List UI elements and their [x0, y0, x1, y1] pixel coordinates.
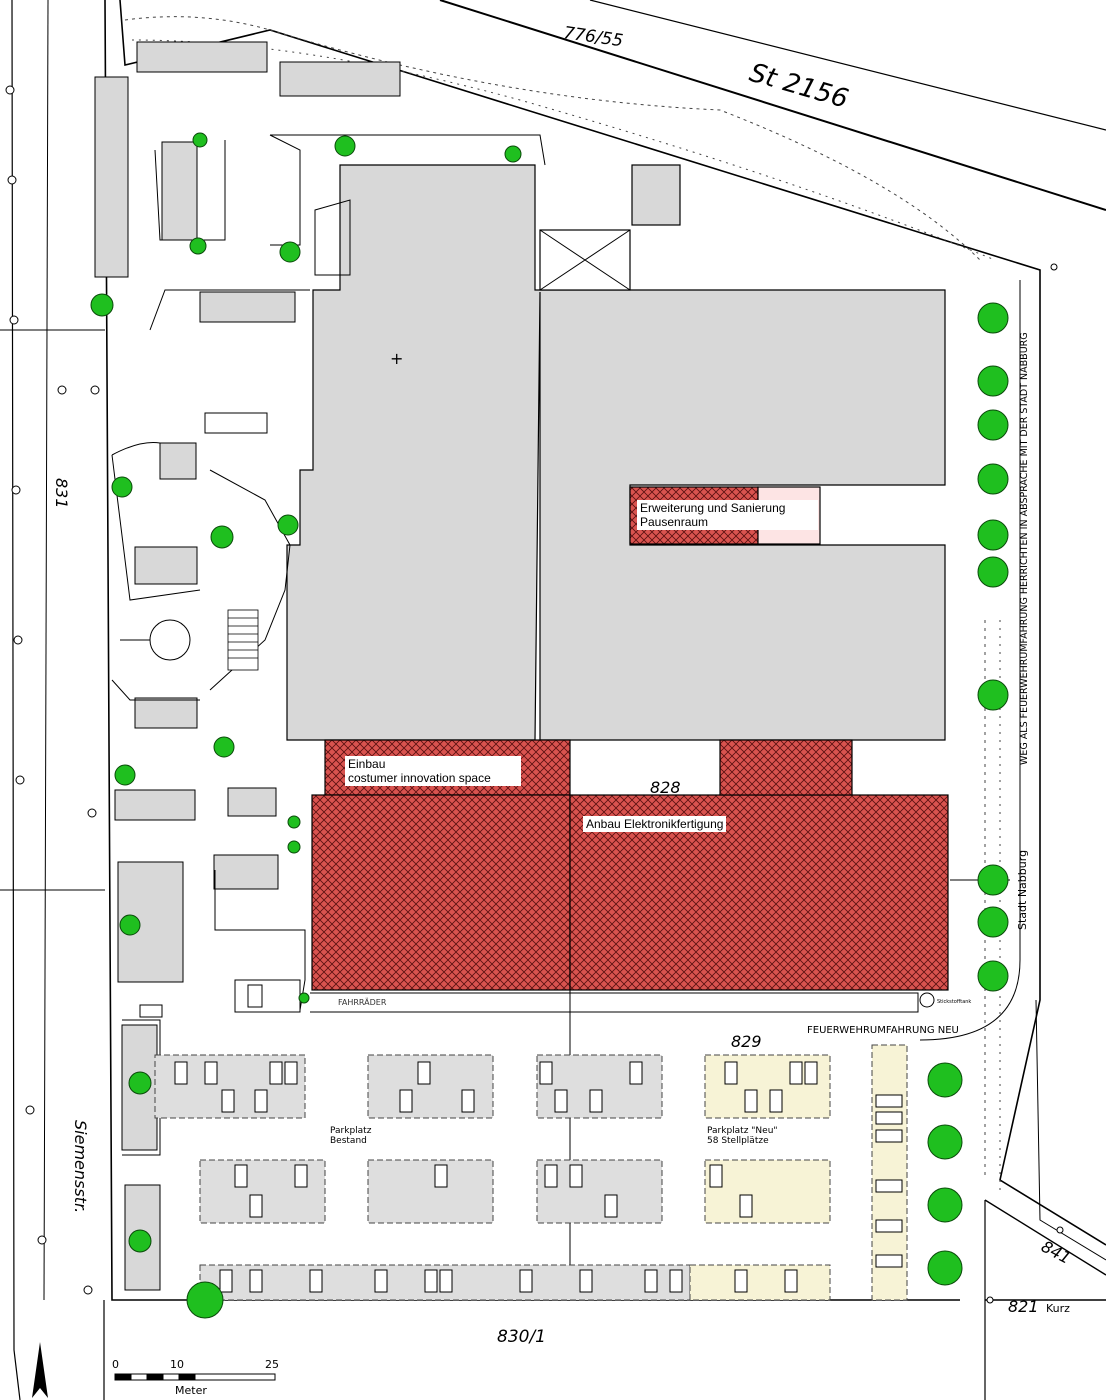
nitrogen-tank	[919, 992, 935, 1008]
label-elektronik-text: Anbau Elektronikfertigung	[586, 817, 724, 831]
fire-path-note: WEG ALS FEUERWEHRUMFAHRUNG HERRICHTEN IN…	[1019, 332, 1030, 765]
truck	[204, 412, 268, 434]
label-pausenraum-line1: Erweiterung und Sanierung	[640, 501, 786, 515]
existing-buildings	[286, 164, 946, 741]
parking-new-label-1: Parkplatz "Neu"	[707, 1126, 778, 1136]
road-siemensstr: Siemensstr.	[71, 1120, 90, 1213]
garages	[94, 41, 401, 1291]
label-innovation-space: Einbau costumer innovation space	[345, 756, 521, 786]
scale-tick-0: 0	[112, 1358, 119, 1371]
parcel-776-55: 776/55	[562, 23, 624, 51]
parcel-841: 841	[1038, 1237, 1074, 1268]
parcel-821: 821	[1008, 1297, 1039, 1316]
parcel-831: 831	[52, 478, 71, 509]
reference-cross: +	[390, 349, 403, 368]
parcel-830-1: 830/1	[497, 1327, 546, 1347]
scale-tick-10: 10	[170, 1358, 184, 1371]
survey-markers	[5, 85, 1064, 1304]
label-pausenraum-line2: Pausenraum	[640, 515, 709, 529]
parking-existing-label-2: Bestand	[330, 1136, 367, 1146]
stairs	[227, 609, 259, 671]
label-elektronik: Anbau Elektronikfertigung	[583, 816, 727, 832]
road-st-2156: St 2156	[746, 58, 851, 115]
north-arrow-icon	[32, 1342, 48, 1398]
fire-lane-new: FEUERWEHRUMFAHRUNG NEU	[807, 1025, 959, 1036]
scale-unit: Meter	[175, 1384, 207, 1397]
fountain	[120, 619, 191, 661]
road-stadt-nabburg: Stadt Nabburg	[1016, 850, 1029, 930]
parked-cars	[139, 984, 903, 1293]
parcel-828: 828	[650, 778, 681, 797]
label-innovation-line2: costumer innovation space	[348, 771, 491, 785]
scale-bar	[114, 1373, 276, 1381]
crossed-area	[539, 229, 631, 291]
parking-new-label-2: 58 Stellplätze	[707, 1136, 769, 1146]
label-innovation-line1: Einbau	[348, 757, 386, 771]
scale-tick-25: 25	[265, 1358, 279, 1371]
label-pausenraum: Erweiterung und Sanierung Pausenraum	[637, 500, 818, 530]
trees	[90, 132, 1009, 1319]
parcel-829: 829	[731, 1032, 762, 1051]
parking-existing-label-1: Parkplatz	[330, 1126, 372, 1136]
hedge-strip	[124, 16, 1001, 1190]
parcel-821-kurz: Kurz	[1046, 1302, 1070, 1315]
nitrogen-tank-label: Stickstofftank	[937, 999, 971, 1005]
bikes-label: FAHRRÄDER	[338, 997, 387, 1007]
